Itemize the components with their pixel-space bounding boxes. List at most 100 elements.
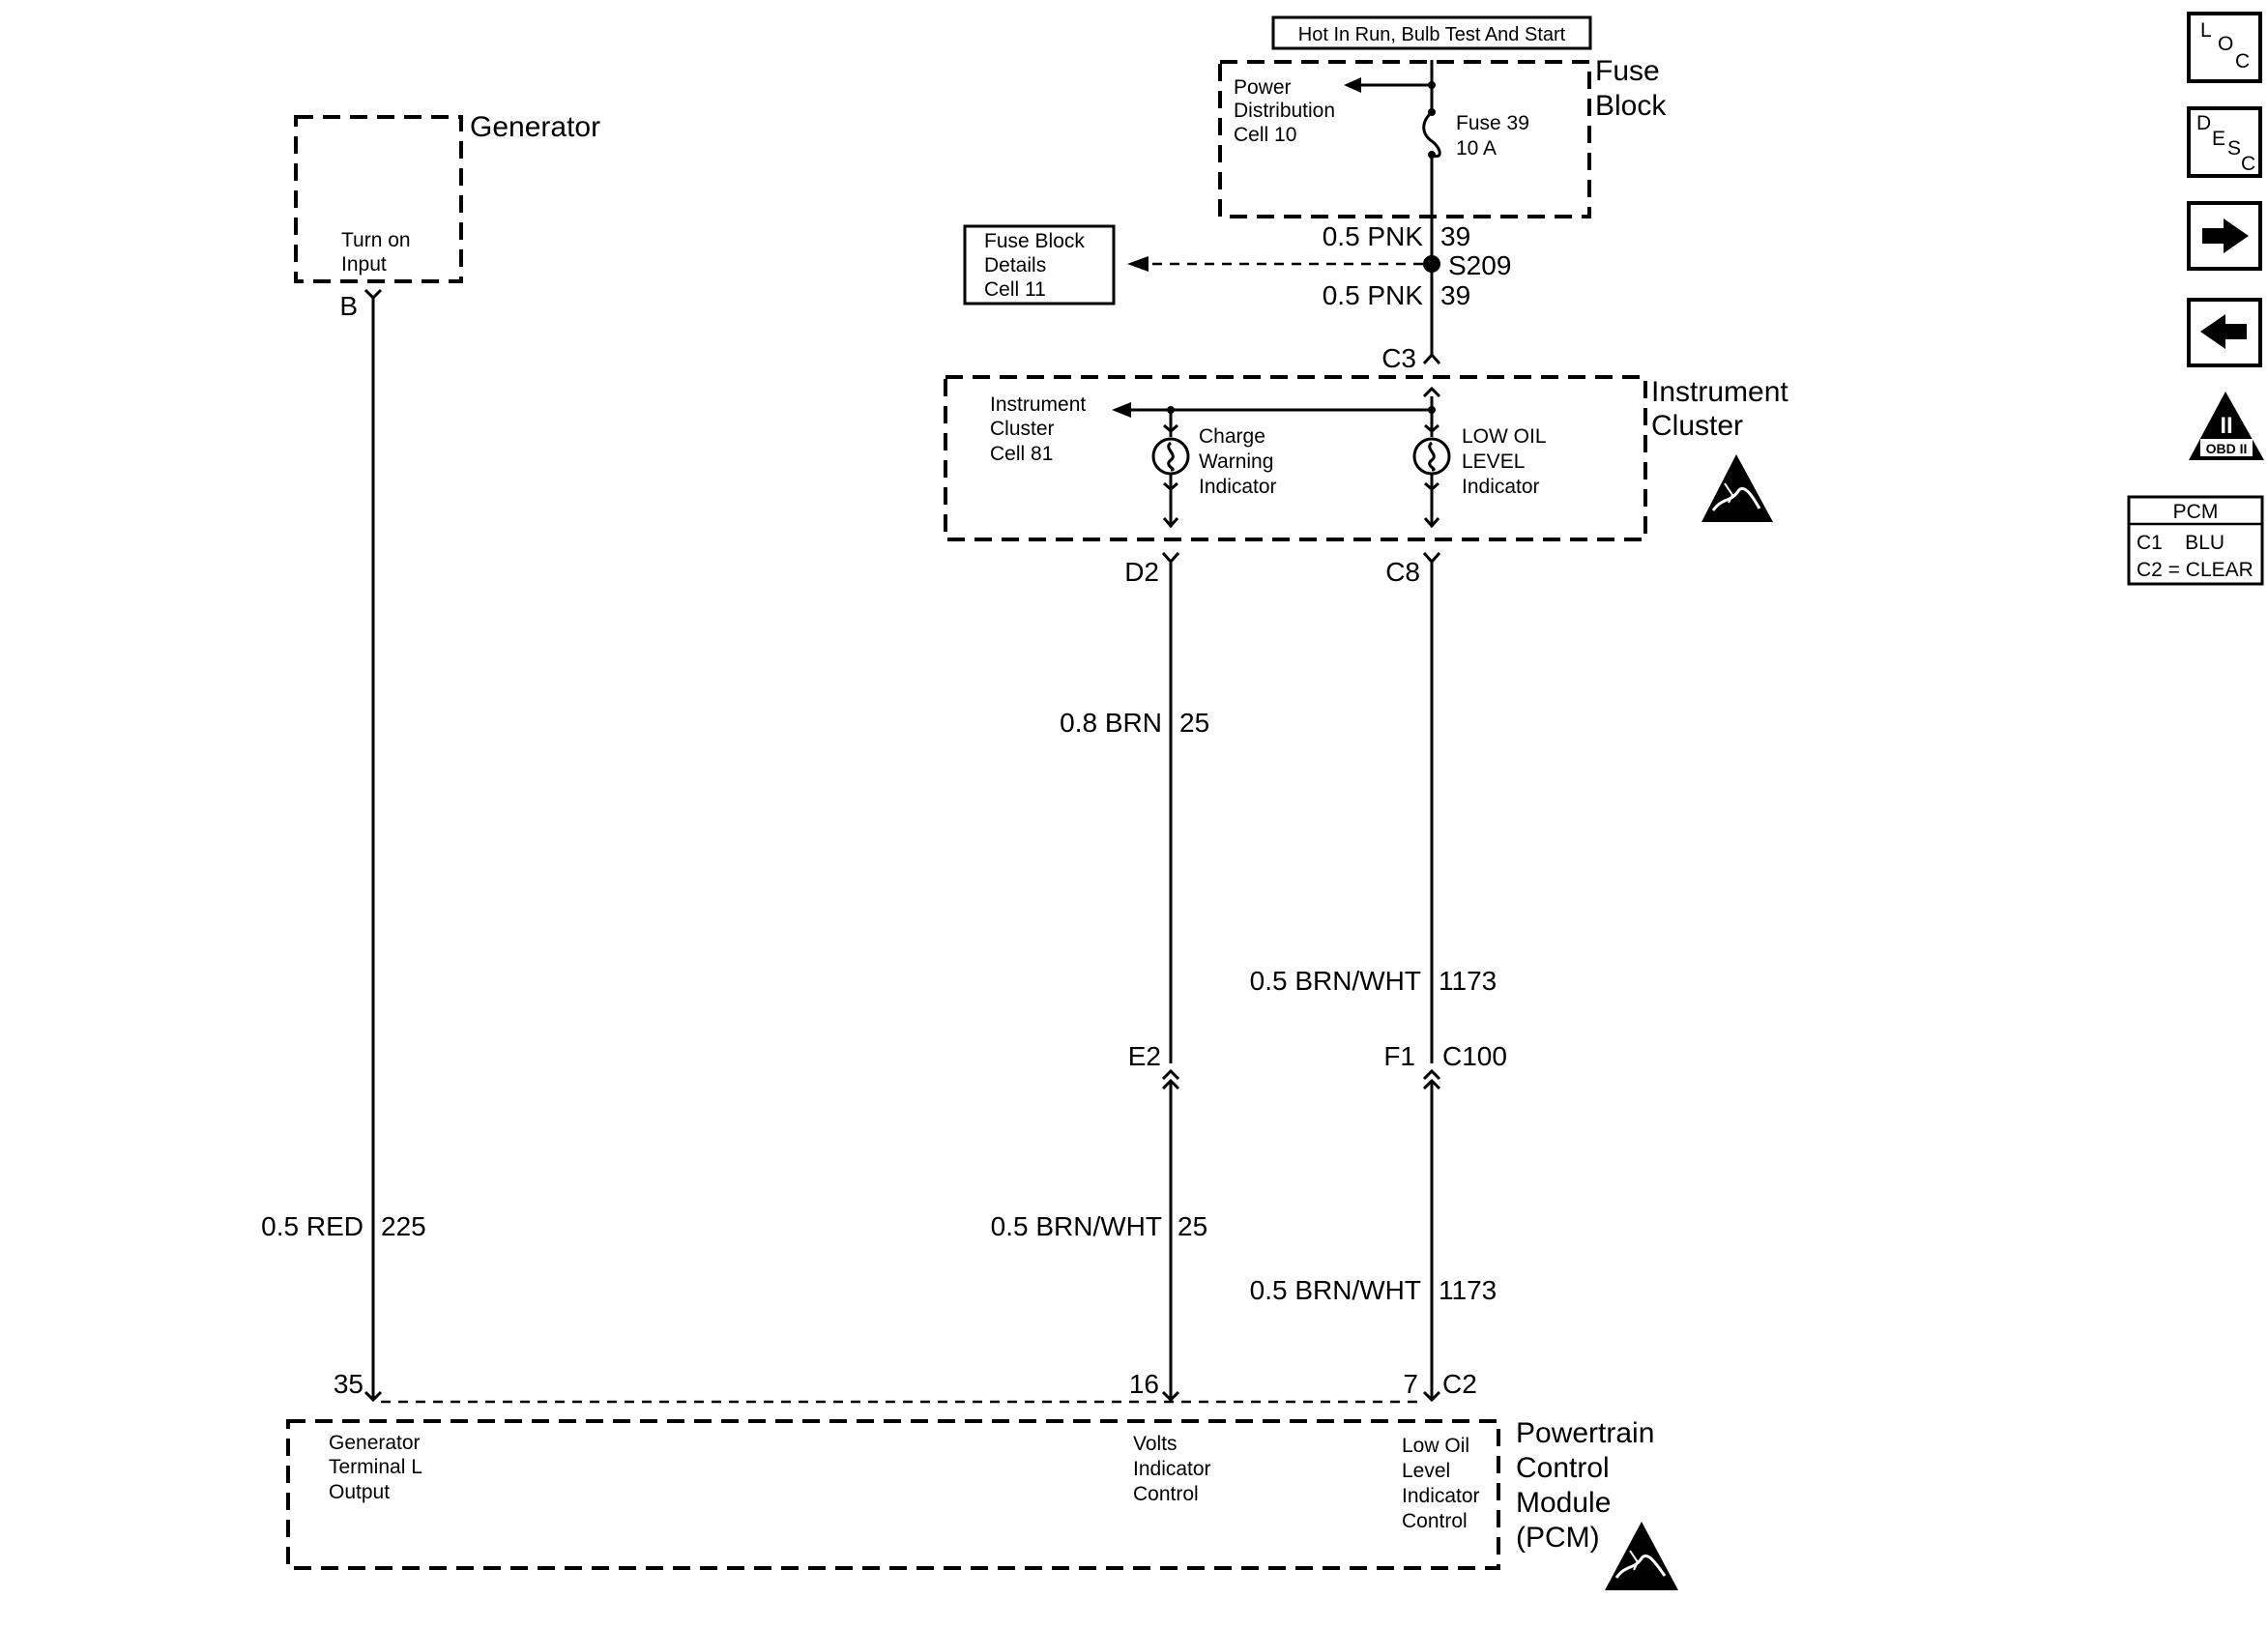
- pcm-oil-label: Low Oil: [1402, 1435, 1469, 1457]
- pcm-name: Powertrain: [1516, 1417, 1654, 1449]
- generator-outline: [294, 115, 463, 283]
- fuse-block-details-box[interactable]: [963, 224, 1116, 305]
- wire-label: 0.5 PNK: [1323, 280, 1424, 310]
- pcm-oil-label-4: Control: [1402, 1510, 1468, 1532]
- esd-hand-icon: [1701, 454, 1773, 522]
- low-oil-label: LOW OIL: [1462, 425, 1547, 448]
- fuse-symbol: [1422, 110, 1441, 158]
- pin-c8: [1422, 552, 1441, 565]
- fuse-block-details-label-3: Cell 11: [984, 278, 1046, 301]
- connector-c3-label: C3: [1381, 343, 1416, 373]
- low-oil-label-2: LEVEL: [1462, 451, 1525, 473]
- generator-input-label: Turn on: [341, 229, 411, 251]
- fuse-block-name: Fuse: [1595, 55, 1660, 87]
- connector-e2-label: E2: [1128, 1041, 1161, 1071]
- generator-pin: B: [339, 291, 358, 321]
- splice-s209: [1423, 255, 1440, 273]
- instrument-cluster-cell-ref-3[interactable]: Cell 81: [990, 443, 1053, 465]
- charge-warning-label-2: Warning: [1199, 451, 1273, 473]
- pcm-name-4: (PCM): [1516, 1522, 1600, 1554]
- wire-label: 0.5 BRN/WHT: [1250, 1275, 1421, 1305]
- back-button[interactable]: [2187, 298, 2262, 367]
- power-distribution-ref[interactable]: Power: [1234, 76, 1292, 99]
- pin-d2-label: D2: [1124, 557, 1159, 587]
- loc-letter: L: [2200, 19, 2212, 42]
- pcm-name-3: Module: [1516, 1487, 1611, 1519]
- pcm-legend-title: PCM: [2173, 501, 2219, 523]
- circuit-number: 25: [1179, 708, 1209, 738]
- connector-c100-label: C100: [1442, 1041, 1507, 1071]
- pcm-gen-output-label-3: Output: [329, 1481, 390, 1503]
- pcm-oil-label-2: Level: [1402, 1460, 1450, 1482]
- pcm-legend: PCM C1 BLU C2 = CLEAR: [2127, 495, 2264, 586]
- charge-warning-label-3: Indicator: [1199, 476, 1277, 498]
- instrument-cluster-cell-ref-2[interactable]: Cluster: [990, 418, 1055, 440]
- circuit-number: 39: [1440, 280, 1470, 310]
- desc-letter: E: [2212, 128, 2225, 150]
- pcm-outline: [286, 1419, 1500, 1570]
- obd-ii-button[interactable]: II OBD II: [2189, 392, 2264, 460]
- pcm-volts-label-3: Control: [1133, 1483, 1199, 1505]
- esd-hand-icon: [1605, 1522, 1678, 1590]
- desc-button[interactable]: D E S C: [2187, 106, 2262, 178]
- pcm-volts-label-2: Indicator: [1133, 1458, 1211, 1480]
- pcm-oil-label-3: Indicator: [1402, 1485, 1480, 1507]
- connector-c3: [1422, 352, 1441, 364]
- wire-label: 0.8 BRN: [1060, 708, 1162, 738]
- power-distribution-arrow-icon: [1344, 77, 1361, 93]
- fuse-label: Fuse 39: [1456, 112, 1529, 134]
- power-source-label: Hot In Run, Bulb Test And Start: [1298, 24, 1566, 45]
- pcm-pin-35: 35: [334, 1369, 363, 1399]
- pcm-pin-7: 7: [1403, 1369, 1418, 1399]
- fuse-block-details-label: Fuse Block: [984, 230, 1085, 252]
- loc-letter: C: [2235, 50, 2250, 73]
- obd-label: OBD II: [2206, 441, 2248, 456]
- forward-button[interactable]: [2187, 201, 2262, 271]
- power-distribution-ref-3[interactable]: Cell 10: [1234, 124, 1296, 146]
- obd-numeral: II: [2220, 413, 2232, 439]
- wire-label: 0.5 RED: [261, 1211, 363, 1241]
- splice-details-arrow-icon: [1127, 256, 1149, 272]
- arrow-left-icon: [2200, 314, 2247, 349]
- low-oil-label-3: Indicator: [1462, 476, 1540, 498]
- instrument-cluster-arrow-icon: [1112, 402, 1131, 418]
- power-distribution-ref-2[interactable]: Distribution: [1234, 100, 1335, 122]
- fuse-block-outline: [1218, 60, 1591, 218]
- wire-label: 0.5 BRN/WHT: [1250, 966, 1421, 996]
- loc-button[interactable]: L O C: [2187, 12, 2262, 83]
- generator-input-label-2: Input: [341, 253, 387, 276]
- instrument-cluster-name: Instrument: [1651, 376, 1788, 408]
- circuit-number: 1173: [1439, 966, 1497, 996]
- circuit-number: 39: [1440, 221, 1470, 251]
- pcm-pin-16: 16: [1129, 1369, 1159, 1399]
- wire-label: 0.5 BRN/WHT: [991, 1211, 1162, 1241]
- pcm-legend-row: C1 BLU: [2137, 532, 2224, 554]
- fuse-rating: 10 A: [1456, 137, 1497, 160]
- wire-label: 0.5 PNK: [1323, 221, 1424, 251]
- pin-d2: [1161, 552, 1180, 565]
- pcm-gen-output-label: Generator: [329, 1432, 421, 1454]
- power-source-box: [1271, 15, 1592, 50]
- pcm-legend-row: C2 = CLEAR: [2137, 559, 2253, 581]
- generator-connector: [363, 288, 383, 301]
- instrument-cluster-name-2: Cluster: [1651, 410, 1743, 442]
- pcm-name-2: Control: [1516, 1452, 1610, 1484]
- instrument-cluster-cell-ref[interactable]: Instrument: [990, 393, 1086, 416]
- circuit-number: 25: [1178, 1211, 1207, 1241]
- desc-letter: S: [2227, 137, 2241, 160]
- connector-f1-label: F1: [1383, 1041, 1415, 1071]
- pcm-volts-label: Volts: [1133, 1433, 1178, 1455]
- generator-name: Generator: [470, 111, 600, 143]
- splice-label: S209: [1448, 250, 1511, 280]
- fuse-block-details-label-2: Details: [984, 254, 1046, 276]
- fuse-block-name-2: Block: [1595, 90, 1667, 122]
- desc-letter: C: [2241, 153, 2255, 175]
- pin-c8-label: C8: [1385, 557, 1420, 587]
- loc-letter: O: [2218, 33, 2233, 55]
- pcm-connector-c2: C2: [1442, 1369, 1477, 1399]
- circuit-number: 1173: [1439, 1275, 1497, 1305]
- circuit-number: 225: [381, 1211, 426, 1241]
- pcm-gen-output-label-2: Terminal L: [329, 1456, 422, 1478]
- desc-letter: D: [2196, 112, 2211, 134]
